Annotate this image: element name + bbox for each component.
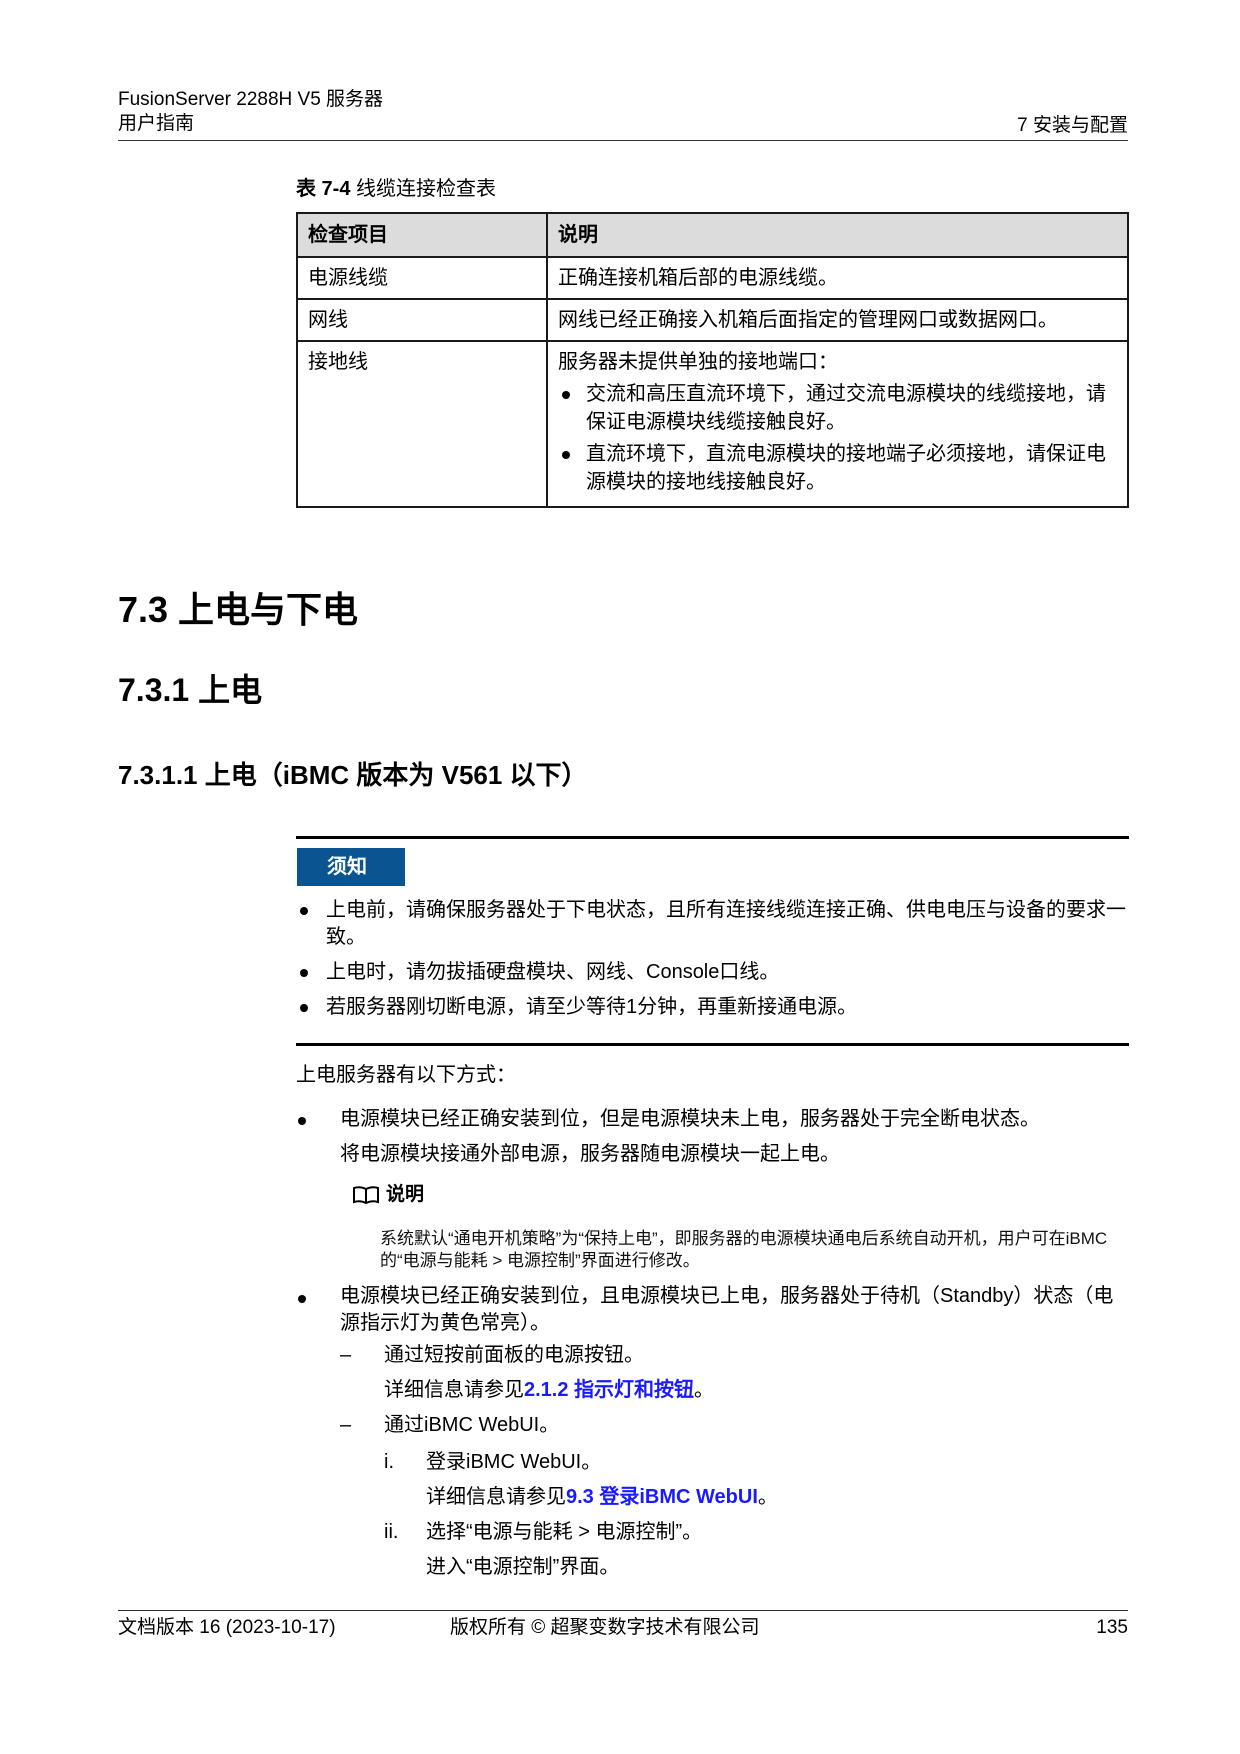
- cell-intro: 服务器未提供单独的接地端口：: [558, 351, 838, 373]
- bullet-icon: [298, 1295, 306, 1303]
- notice-list: 上电前，请确保服务器处于下电状态，且所有连接线缆连接正确、供电电压与设备的要求一…: [296, 897, 1129, 1029]
- option-2-text: 通过iBMC WebUI。: [384, 1414, 560, 1436]
- step-2-result: 进入“电源控制”界面。: [426, 1556, 620, 1578]
- step-marker: i.: [384, 1451, 394, 1473]
- product-name: FusionServer 2288H V5 服务器: [118, 89, 384, 110]
- dash-marker: –: [340, 1344, 352, 1366]
- notice-item: 上电前，请确保服务器处于下电状态，且所有连接线缆连接正确、供电电压与设备的要求一…: [296, 897, 1129, 951]
- cell-bullet-item: 直流环境下，直流电源模块的接地端子必须接地，请保证电源模块的接地线接触良好。: [558, 440, 1117, 496]
- note-header: 说明: [352, 1183, 424, 1207]
- cell-bullet-item: 交流和高压直流环境下，通过交流电源模块的线缆接地，请保证电源模块线缆接触良好。: [558, 380, 1117, 436]
- option-1-reference: 详细信息请参见2.1.2 指示灯和按钮。: [384, 1376, 714, 1404]
- notice-top-rule: [296, 836, 1129, 839]
- ref-prefix: 详细信息请参见: [384, 1379, 524, 1401]
- table-cell-item: 接地线: [296, 340, 548, 508]
- link-login-ibmc-webui[interactable]: 9.3 登录iBMC WebUI: [566, 1486, 758, 1508]
- subsubsection-heading: 7.3.1.1 上电（iBMC 版本为 V561 以下）: [118, 760, 588, 790]
- table-cell-item: 网线: [296, 298, 548, 342]
- table-row: 网线 网线已经正确接入机箱后面指定的管理网口或数据网口。: [296, 298, 1129, 342]
- table-cell-description: 正确连接机箱后部的电源线缆。: [546, 256, 1129, 300]
- ref-prefix: 详细信息请参见: [426, 1486, 566, 1508]
- table-caption: 表 7-4 线缆连接检查表: [296, 176, 496, 202]
- intro-text: 上电服务器有以下方式：: [296, 1064, 516, 1086]
- note-text: 系统默认“通电开机策略”为“保持上电”，即服务器的电源模块通电后系统自动开机，用…: [380, 1229, 1108, 1270]
- page-header-left: FusionServer 2288H V5 服务器 用户指南: [118, 88, 383, 136]
- dash-marker: –: [340, 1414, 352, 1436]
- step-marker: ii.: [384, 1521, 399, 1543]
- step-1-text: 登录iBMC WebUI。: [426, 1451, 602, 1473]
- table-cell-item: 电源线缆: [296, 256, 548, 300]
- step-2-text: 选择“电源与能耗 > 电源控制”。: [426, 1521, 703, 1543]
- document-type: 用户指南: [118, 113, 195, 134]
- method-1-action: 将电源模块接通外部电源，服务器随电源模块一起上电。: [340, 1143, 840, 1165]
- chapter-title: 7 安装与配置: [1017, 115, 1128, 136]
- ref-suffix: 。: [757, 1486, 778, 1508]
- column-header-item: 检查项目: [296, 212, 548, 258]
- table-row: 接地线 服务器未提供单独的接地端口： 交流和高压直流环境下，通过交流电源模块的线…: [296, 340, 1129, 508]
- copyright: 版权所有 © 超聚变数字技术有限公司: [450, 1617, 760, 1638]
- page-number: 135: [1096, 1617, 1128, 1638]
- column-header-description: 说明: [546, 212, 1129, 258]
- notice-badge: 须知: [297, 848, 405, 886]
- method-2-text: 电源模块已经正确安装到位，且电源模块已上电，服务器处于待机（Standby）状态…: [340, 1285, 1114, 1334]
- section-heading: 7.3 上电与下电: [118, 589, 359, 630]
- link-indicators-and-buttons[interactable]: 2.1.2 指示灯和按钮: [524, 1379, 695, 1401]
- table-row: 电源线缆 正确连接机箱后部的电源线缆。: [296, 256, 1129, 300]
- cable-check-table: 检查项目 说明 电源线缆 正确连接机箱后部的电源线缆。 网线 网线已经正确接入机…: [296, 212, 1129, 508]
- document-version: 文档版本 16 (2023-10-17): [118, 1617, 336, 1638]
- method-1-text: 电源模块已经正确安装到位，但是电源模块未上电，服务器处于完全断电状态。: [340, 1108, 1040, 1130]
- table-cell-description: 服务器未提供单独的接地端口： 交流和高压直流环境下，通过交流电源模块的线缆接地，…: [546, 340, 1129, 508]
- table-header-row: 检查项目 说明: [296, 212, 1129, 258]
- ref-suffix: 。: [694, 1379, 715, 1401]
- footer-divider: [118, 1610, 1128, 1611]
- notice-bottom-rule: [296, 1043, 1129, 1046]
- bullet-icon: [298, 1117, 306, 1125]
- notice-item: 上电时，请勿拔插硬盘模块、网线、Console口线。: [296, 959, 1129, 986]
- header-divider: [118, 140, 1128, 141]
- subsection-heading: 7.3.1 上电: [118, 672, 263, 708]
- cell-bullet-list: 交流和高压直流环境下，通过交流电源模块的线缆接地，请保证电源模块线缆接触良好。 …: [558, 380, 1117, 496]
- table-caption-title: 线缆连接检查表: [356, 178, 497, 200]
- notice-item: 若服务器刚切断电源，请至少等待1分钟，再重新接通电源。: [296, 994, 1129, 1021]
- table-cell-description: 网线已经正确接入机箱后面指定的管理网口或数据网口。: [546, 298, 1129, 342]
- note-title: 说明: [386, 1184, 425, 1205]
- table-caption-label: 表 7-4: [296, 178, 351, 200]
- step-1-reference: 详细信息请参见9.3 登录iBMC WebUI。: [426, 1483, 778, 1511]
- option-1-text: 通过短按前面板的电源按钮。: [384, 1344, 644, 1366]
- book-icon: [353, 1186, 379, 1205]
